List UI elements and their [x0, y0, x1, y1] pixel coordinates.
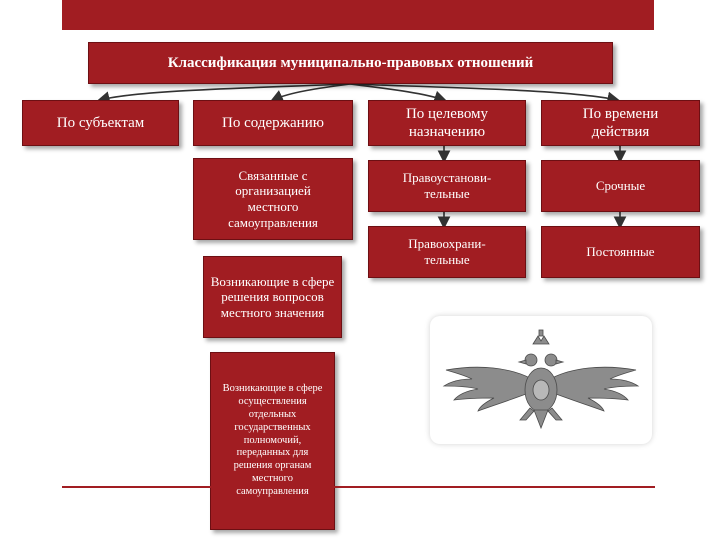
purpose-item-establishing: Правоустанови-тельные — [368, 160, 526, 212]
connector-content — [270, 83, 351, 102]
time-item-fixed-term: Срочные — [541, 160, 700, 212]
content-item-organization: Связанные с организацией местного самоуп… — [193, 158, 353, 240]
double-headed-eagle-icon — [442, 329, 640, 430]
bottom-divider — [62, 486, 655, 488]
connector-time — [349, 83, 621, 105]
connector-purpose — [349, 83, 448, 104]
time-item-permanent: Постоянные — [541, 226, 700, 278]
top-banner — [62, 0, 654, 30]
content-item-state-powers: Возникающие в сфере осуществления отдель… — [210, 352, 335, 530]
category-purpose: По целевому назначению — [368, 100, 526, 146]
content-item-local-issues: Возникающие в сфере решения вопросов мес… — [203, 256, 342, 338]
category-content: По содержанию — [193, 100, 353, 146]
purpose-item-protecting: Правоохрани-тельные — [368, 226, 526, 278]
connector-subjects — [96, 83, 351, 104]
emblem-card — [430, 316, 652, 444]
diagram-title: Классификация муниципально-правовых отно… — [88, 42, 613, 84]
category-time: По времени действия — [541, 100, 700, 146]
category-subjects: По субъектам — [22, 100, 179, 146]
